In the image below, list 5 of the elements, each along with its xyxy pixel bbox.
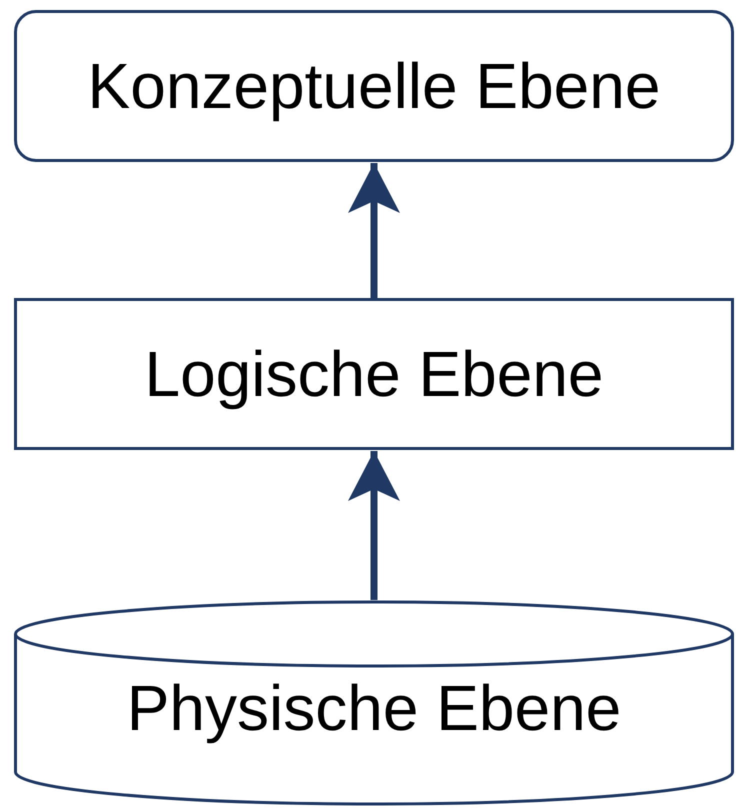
arrow bbox=[348, 451, 400, 600]
process-box bbox=[14, 298, 734, 450]
rounded-box bbox=[14, 10, 734, 162]
database-cylinder bbox=[14, 600, 734, 806]
arrow bbox=[348, 163, 400, 298]
